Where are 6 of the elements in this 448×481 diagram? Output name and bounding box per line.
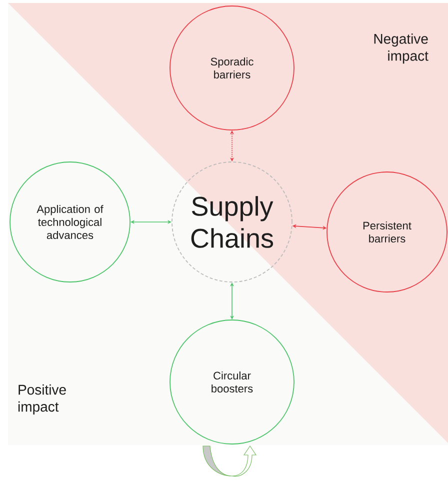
region-label: Negative impact xyxy=(374,34,428,64)
circle-node: Application of technological advances xyxy=(10,162,130,282)
circle-node: Persistent barriers xyxy=(326,172,448,292)
circle-node: Circular boosters xyxy=(170,320,294,444)
circle-node: Sporadic barriers xyxy=(170,6,294,130)
region-label: Positive impact xyxy=(18,384,66,414)
